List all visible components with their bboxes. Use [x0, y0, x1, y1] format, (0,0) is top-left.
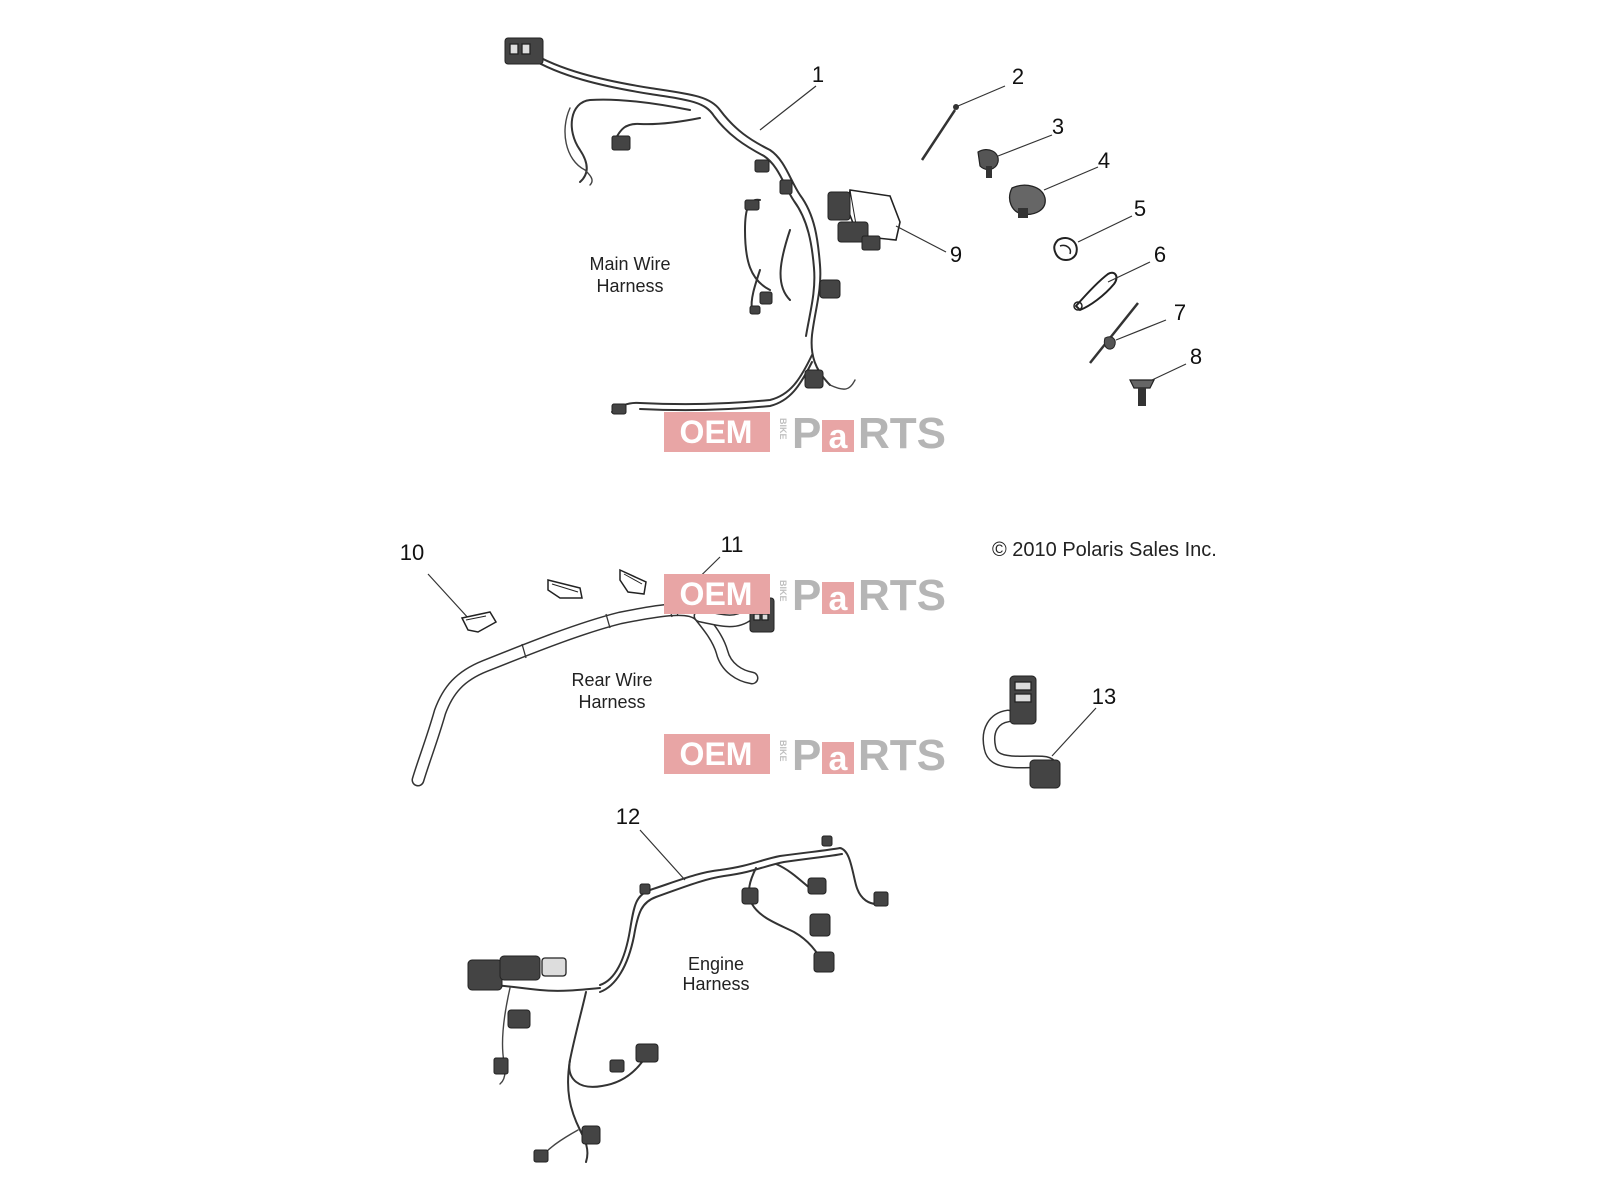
svg-text:a: a [829, 418, 849, 456]
svg-text:BIKE: BIKE [778, 580, 788, 602]
fuse-box [827, 189, 901, 251]
callout-4: 4 [1098, 148, 1110, 173]
svg-text:RTS: RTS [858, 409, 946, 458]
callout-7: 7 [1174, 300, 1186, 325]
callout-3: 3 [1052, 114, 1064, 139]
caption-rear-line1: Rear Wire [571, 670, 652, 690]
svg-text:a: a [829, 580, 849, 618]
callout-2: 2 [1012, 64, 1024, 89]
hardware-items [920, 104, 1155, 406]
cable-tie-icon [920, 109, 957, 161]
harness-clips [460, 568, 647, 633]
engine-harness [467, 835, 889, 1163]
callout-8: 8 [1190, 344, 1202, 369]
loop-tie-icon [1074, 271, 1118, 312]
screw-icon [1129, 379, 1155, 389]
callout-9: 9 [950, 242, 962, 267]
callout-12: 12 [616, 804, 640, 829]
callout-10: 10 [400, 540, 424, 565]
callout-5: 5 [1134, 196, 1146, 221]
svg-text:OEM: OEM [680, 414, 753, 450]
svg-text:BIKE: BIKE [778, 740, 788, 762]
watermark-3: OEM BIKE P a RTS [664, 731, 946, 780]
copyright-notice: © 2010 Polaris Sales Inc. [992, 539, 1217, 561]
svg-text:a: a [829, 740, 849, 778]
connector-icon [467, 959, 503, 991]
caption-engine-line1: Engine [688, 954, 744, 974]
caption-main-line2: Harness [596, 276, 663, 296]
svg-text:P: P [792, 571, 821, 620]
svg-text:P: P [792, 409, 821, 458]
svg-text:P: P [792, 731, 821, 780]
svg-text:RTS: RTS [858, 571, 946, 620]
svg-text:OEM: OEM [680, 736, 753, 772]
clip-icon [977, 149, 999, 171]
svg-text:RTS: RTS [858, 731, 946, 780]
callout-1: 1 [812, 62, 824, 87]
harness-captions: Main Wire Harness Rear Wire Harness Engi… [571, 254, 749, 994]
svg-text:OEM: OEM [680, 576, 753, 612]
caption-engine-line2: Harness [682, 974, 749, 994]
caption-main-line1: Main Wire [589, 254, 670, 274]
callout-11: 11 [721, 532, 744, 557]
callout-labels: 1 2 3 4 5 6 7 8 9 10 11 12 13 [400, 62, 1202, 829]
main-wire-harness [504, 37, 901, 415]
watermark-2: OEM BIKE P a RTS [664, 571, 946, 620]
sensor-lead [982, 675, 1061, 789]
ring-clamp-icon [1053, 236, 1078, 261]
callout-6: 6 [1154, 242, 1166, 267]
grommet-icon [1008, 184, 1046, 216]
rear-wire-harness [411, 568, 775, 787]
callout-13: 13 [1092, 684, 1116, 709]
push-tie-icon [1089, 302, 1139, 364]
caption-rear-line2: Harness [578, 692, 645, 712]
watermark-1: OEM BIKE P a RTS [664, 409, 946, 458]
svg-text:BIKE: BIKE [778, 418, 788, 440]
